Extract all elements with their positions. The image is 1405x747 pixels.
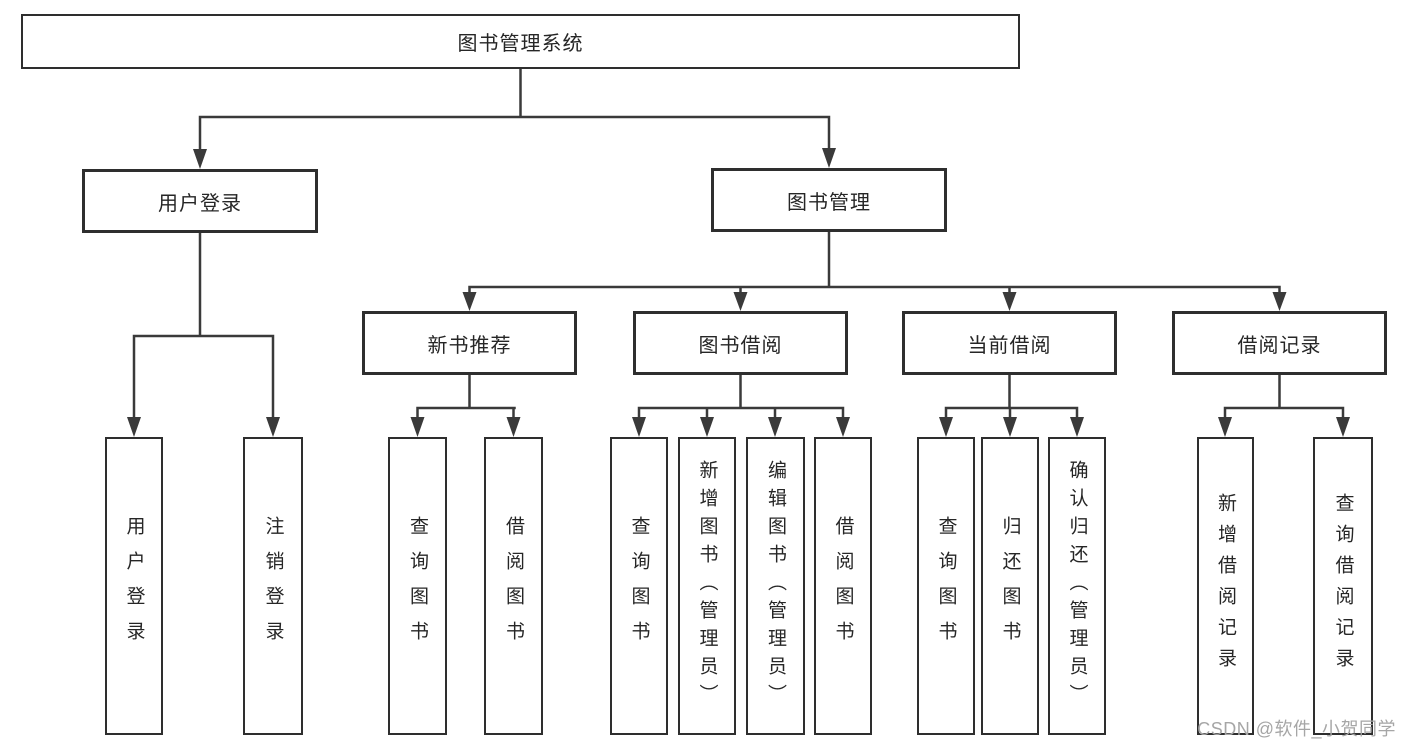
node-label: 图书借阅 — [698, 334, 783, 357]
leaf-query-borrow-record: 查询借阅记录 — [1313, 437, 1373, 735]
leaf-user-login: 用户登录 — [105, 437, 163, 735]
tree-edges — [132, 69, 1345, 422]
node-current-borrowing: 当前借阅 — [902, 311, 1117, 375]
node-label: 图书管理 — [787, 191, 871, 214]
leaf-query-books-current: 查询图书 — [917, 437, 975, 735]
node-borrowing-records: 借阅记录 — [1172, 311, 1387, 375]
node-new-book-recommendation: 新书推荐 — [362, 311, 577, 375]
node-label: 用户登录 — [158, 192, 242, 215]
node-label: 注销登录 — [262, 516, 284, 656]
node-label: 确认归还（管理员） — [1066, 460, 1088, 712]
node-label: 当前借阅 — [967, 334, 1052, 357]
leaf-borrow-books-borrowing: 借阅图书 — [814, 437, 872, 735]
leaf-edit-books-admin: 编辑图书（管理员） — [746, 437, 805, 735]
node-label: 查询图书 — [935, 516, 957, 656]
node-label: 查询图书 — [407, 516, 428, 656]
node-label: 图书管理系统 — [457, 33, 584, 55]
node-user-login: 用户登录 — [82, 169, 318, 233]
node-label: 借阅图书 — [832, 516, 854, 656]
node-label: 编辑图书（管理员） — [765, 460, 786, 712]
node-label: 查询图书 — [628, 516, 650, 656]
leaf-add-borrow-record: 新增借阅记录 — [1197, 437, 1254, 735]
node-label: 借阅记录 — [1237, 334, 1322, 357]
node-label: 新增图书（管理员） — [696, 460, 718, 712]
node-library-management-system: 图书管理系统 — [21, 14, 1020, 69]
node-label: 新增借阅记录 — [1215, 493, 1236, 679]
leaf-borrow-books-recommend: 借阅图书 — [484, 437, 543, 735]
node-label: 新书推荐 — [427, 334, 512, 357]
csdn-watermark: CSDN @软件_小贺同学 — [1197, 719, 1396, 739]
node-label: 查询借阅记录 — [1332, 493, 1354, 679]
leaf-confirm-return-admin: 确认归还（管理员） — [1048, 437, 1106, 735]
node-book-management: 图书管理 — [711, 168, 947, 232]
node-label: 归还图书 — [999, 516, 1021, 656]
leaf-query-books-recommend: 查询图书 — [388, 437, 447, 735]
leaf-logout: 注销登录 — [243, 437, 303, 735]
node-label: 借阅图书 — [503, 516, 524, 656]
leaf-return-books: 归还图书 — [981, 437, 1039, 735]
arrowheads — [127, 148, 1350, 437]
leaf-add-books-admin: 新增图书（管理员） — [678, 437, 736, 735]
node-label: 用户登录 — [123, 516, 145, 656]
leaf-query-books-borrowing: 查询图书 — [610, 437, 668, 735]
node-book-borrowing: 图书借阅 — [633, 311, 848, 375]
